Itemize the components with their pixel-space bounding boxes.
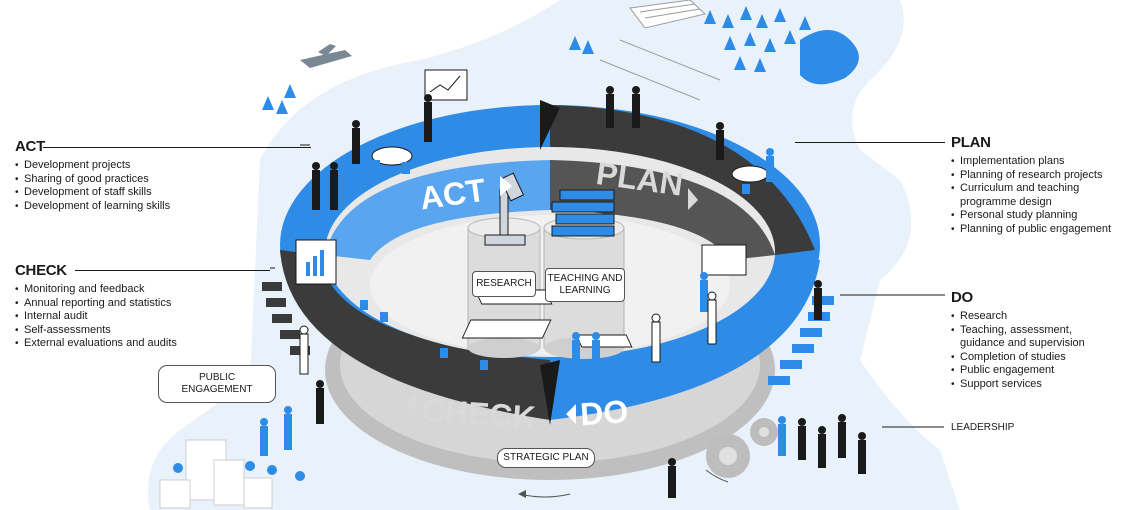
check-rule: [75, 270, 270, 271]
check-item: Annual reporting and statistics: [15, 297, 285, 311]
field: [599, 0, 721, 101]
whiteboard-act: [424, 69, 468, 101]
plan-item: Implementation plans: [951, 155, 1121, 169]
check-list: Monitoring and feedback Annual reporting…: [15, 283, 285, 351]
gear-icon: [706, 418, 778, 478]
check-item: Self-assessments: [15, 324, 285, 338]
teaching-learning-label: TEACHING AND LEARNING: [545, 268, 625, 302]
do-item: Public engagement: [951, 364, 1121, 378]
plan-item: Curriculum and teaching programme design: [951, 182, 1090, 209]
whiteboard-do: [701, 244, 747, 276]
ring-act-band: [285, 105, 550, 255]
microscope-icon: [484, 172, 526, 246]
inner-wall-act: [325, 160, 550, 260]
strategic-plan-label: STRATEGIC PLAN: [497, 448, 595, 468]
research-label-text: RESEARCH: [476, 278, 532, 289]
airplane: [300, 44, 352, 68]
teaching-label-line1: TEACHING AND: [547, 273, 623, 284]
plan-title: PLAN: [951, 134, 991, 151]
do-item: Research: [951, 310, 1121, 324]
ring-plan-band: [550, 105, 815, 255]
people: [260, 86, 866, 498]
forest: [262, 6, 811, 114]
plan-item: Personal study planning: [951, 209, 1121, 223]
public-engagement-label: PUBLIC ENGAGEMENT: [158, 365, 276, 403]
act-list: Development projects Sharing of good pra…: [15, 159, 305, 213]
public-label-line1: PUBLIC: [198, 372, 236, 383]
act-item: Development of staff skills: [15, 186, 305, 200]
do-item: Completion of studies: [951, 351, 1121, 365]
do-list: Research Teaching, assessment, guidance …: [951, 310, 1121, 391]
plan-item: Planning of public engagement: [951, 223, 1121, 237]
inner-wall-plan: [550, 160, 775, 260]
ring-label-do: DO: [579, 393, 629, 432]
act-rule: [43, 147, 311, 148]
ring-do-band: [550, 255, 820, 420]
do-panel: DO Research Teaching, assessment, guidan…: [951, 289, 1121, 391]
do-item: Teaching, assessment, guidance and super…: [951, 324, 1090, 351]
ring-check-band: [280, 250, 550, 420]
act-item: Sharing of good practices: [15, 173, 305, 187]
teaching-label-line2: LEARNING: [559, 285, 611, 296]
check-item: External evaluations and audits: [15, 337, 285, 351]
plan-list: Implementation plans Planning of researc…: [951, 155, 1121, 236]
check-title: CHECK: [15, 262, 67, 279]
act-title: ACT: [15, 138, 45, 155]
check-item: Internal audit: [15, 310, 285, 324]
check-panel: CHECK Monitoring and feedback Annual rep…: [15, 262, 285, 351]
strategic-plan-text: STRATEGIC PLAN: [503, 452, 589, 463]
plan-panel: PLAN Implementation plans Planning of re…: [795, 134, 1121, 236]
do-title: DO: [951, 289, 973, 306]
chairs: [360, 160, 750, 370]
lake: [800, 30, 859, 85]
act-panel: ACT Development projects Sharing of good…: [15, 138, 311, 213]
act-item: Development of learning skills: [15, 200, 305, 214]
public-label-line2: ENGAGEMENT: [181, 384, 253, 395]
act-item: Development projects: [15, 159, 305, 173]
plan-item: Planning of research projects: [951, 169, 1121, 183]
buildings: [159, 439, 273, 509]
ring-label-check: CHECK: [421, 392, 537, 436]
leadership-label: LEADERSHIP: [951, 422, 1015, 433]
do-item: Support services: [951, 378, 1121, 392]
books-icon: [551, 189, 615, 237]
research-label: RESEARCH: [472, 271, 536, 297]
plan-rule: [795, 142, 945, 143]
check-item: Monitoring and feedback: [15, 283, 285, 297]
